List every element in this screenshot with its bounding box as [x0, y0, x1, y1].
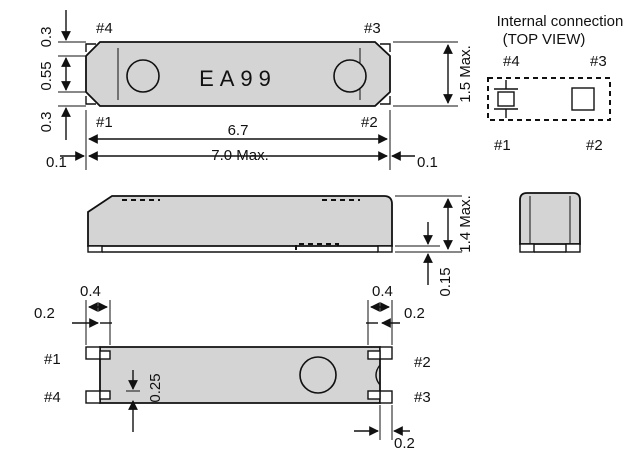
dim-pad-width-left: 0.4 — [80, 283, 101, 300]
bottom-pad-2 — [379, 346, 393, 360]
top-view-pad-1 — [85, 96, 96, 105]
dim-pad-width-right: 0.4 — [372, 283, 393, 300]
bottom-pad-4 — [85, 390, 101, 404]
top-pin2-label: #2 — [361, 114, 378, 131]
internal-connection: Internal connection (TOP VIEW) #4 #3 #1 … — [487, 13, 624, 154]
internal-pin3-label: #3 — [590, 53, 607, 70]
internal-pad-right — [571, 87, 595, 111]
dim-body-height: 0.55 — [38, 61, 55, 90]
side-foot-right — [377, 245, 393, 253]
dim-top-pad: 0.3 — [38, 27, 55, 48]
internal-pin1-label: #1 — [494, 137, 511, 154]
marking-text: EA99 — [199, 66, 277, 91]
top-view-pad-3 — [380, 43, 391, 52]
dim-bottom-pad: 0.3 — [38, 112, 55, 133]
internal-pin4-label: #4 — [503, 53, 520, 70]
bottom-pin3-label: #3 — [414, 389, 431, 406]
bottom-view-body — [99, 346, 381, 404]
side-view-body — [87, 195, 393, 247]
dim-length-max: 7.0 Max. — [211, 147, 269, 164]
end-view — [519, 192, 581, 253]
dim-gap-right: 0.2 — [404, 305, 425, 322]
bottom-pin1-label: #1 — [44, 351, 61, 368]
crystal-symbol — [497, 91, 515, 107]
top-view-left-circle — [126, 59, 160, 93]
dim-standoff: 0.15 — [437, 267, 454, 296]
dim-thickness-max: 1.4 Max. — [457, 195, 474, 253]
dim-right-gap: 0.1 — [417, 154, 438, 171]
bottom-view: 0.4 0.2 0.4 0.2 0.25 0.2 #1 #4 #2 #3 — [34, 283, 431, 452]
top-view-pad-2 — [380, 96, 391, 105]
top-pin4-label: #4 — [96, 20, 113, 37]
dim-pad-spacing: 0.25 — [147, 373, 164, 402]
internal-pin2-label: #2 — [586, 137, 603, 154]
top-pin1-label: #1 — [96, 114, 113, 131]
top-view-right-circle — [333, 59, 367, 93]
top-view-pad-4 — [85, 43, 96, 52]
internal-title-1: Internal connection — [497, 13, 624, 30]
bottom-pad-3 — [379, 390, 393, 404]
bottom-pad-1 — [85, 346, 101, 360]
dim-bottom-gap: 0.2 — [394, 435, 415, 452]
dim-length: 6.7 — [228, 122, 249, 139]
side-foot-left — [87, 245, 103, 253]
internal-title-2: (TOP VIEW) — [503, 31, 586, 48]
bottom-view-circle — [299, 356, 337, 394]
top-view-body — [85, 41, 391, 107]
top-view: EA99 #4 #3 #1 #2 0.3 0.55 0.3 1.5 Max. 6… — [38, 10, 474, 171]
bottom-pin2-label: #2 — [414, 354, 431, 371]
side-view: 1.4 Max. 0.15 — [87, 195, 474, 297]
end-view-body — [519, 192, 581, 245]
internal-package-outline — [487, 77, 611, 121]
bottom-pin4-label: #4 — [44, 389, 61, 406]
top-pin3-label: #3 — [364, 20, 381, 37]
dim-gap-left: 0.2 — [34, 305, 55, 322]
dim-left-gap: 0.1 — [46, 154, 67, 171]
dim-height-max: 1.5 Max. — [457, 45, 474, 103]
